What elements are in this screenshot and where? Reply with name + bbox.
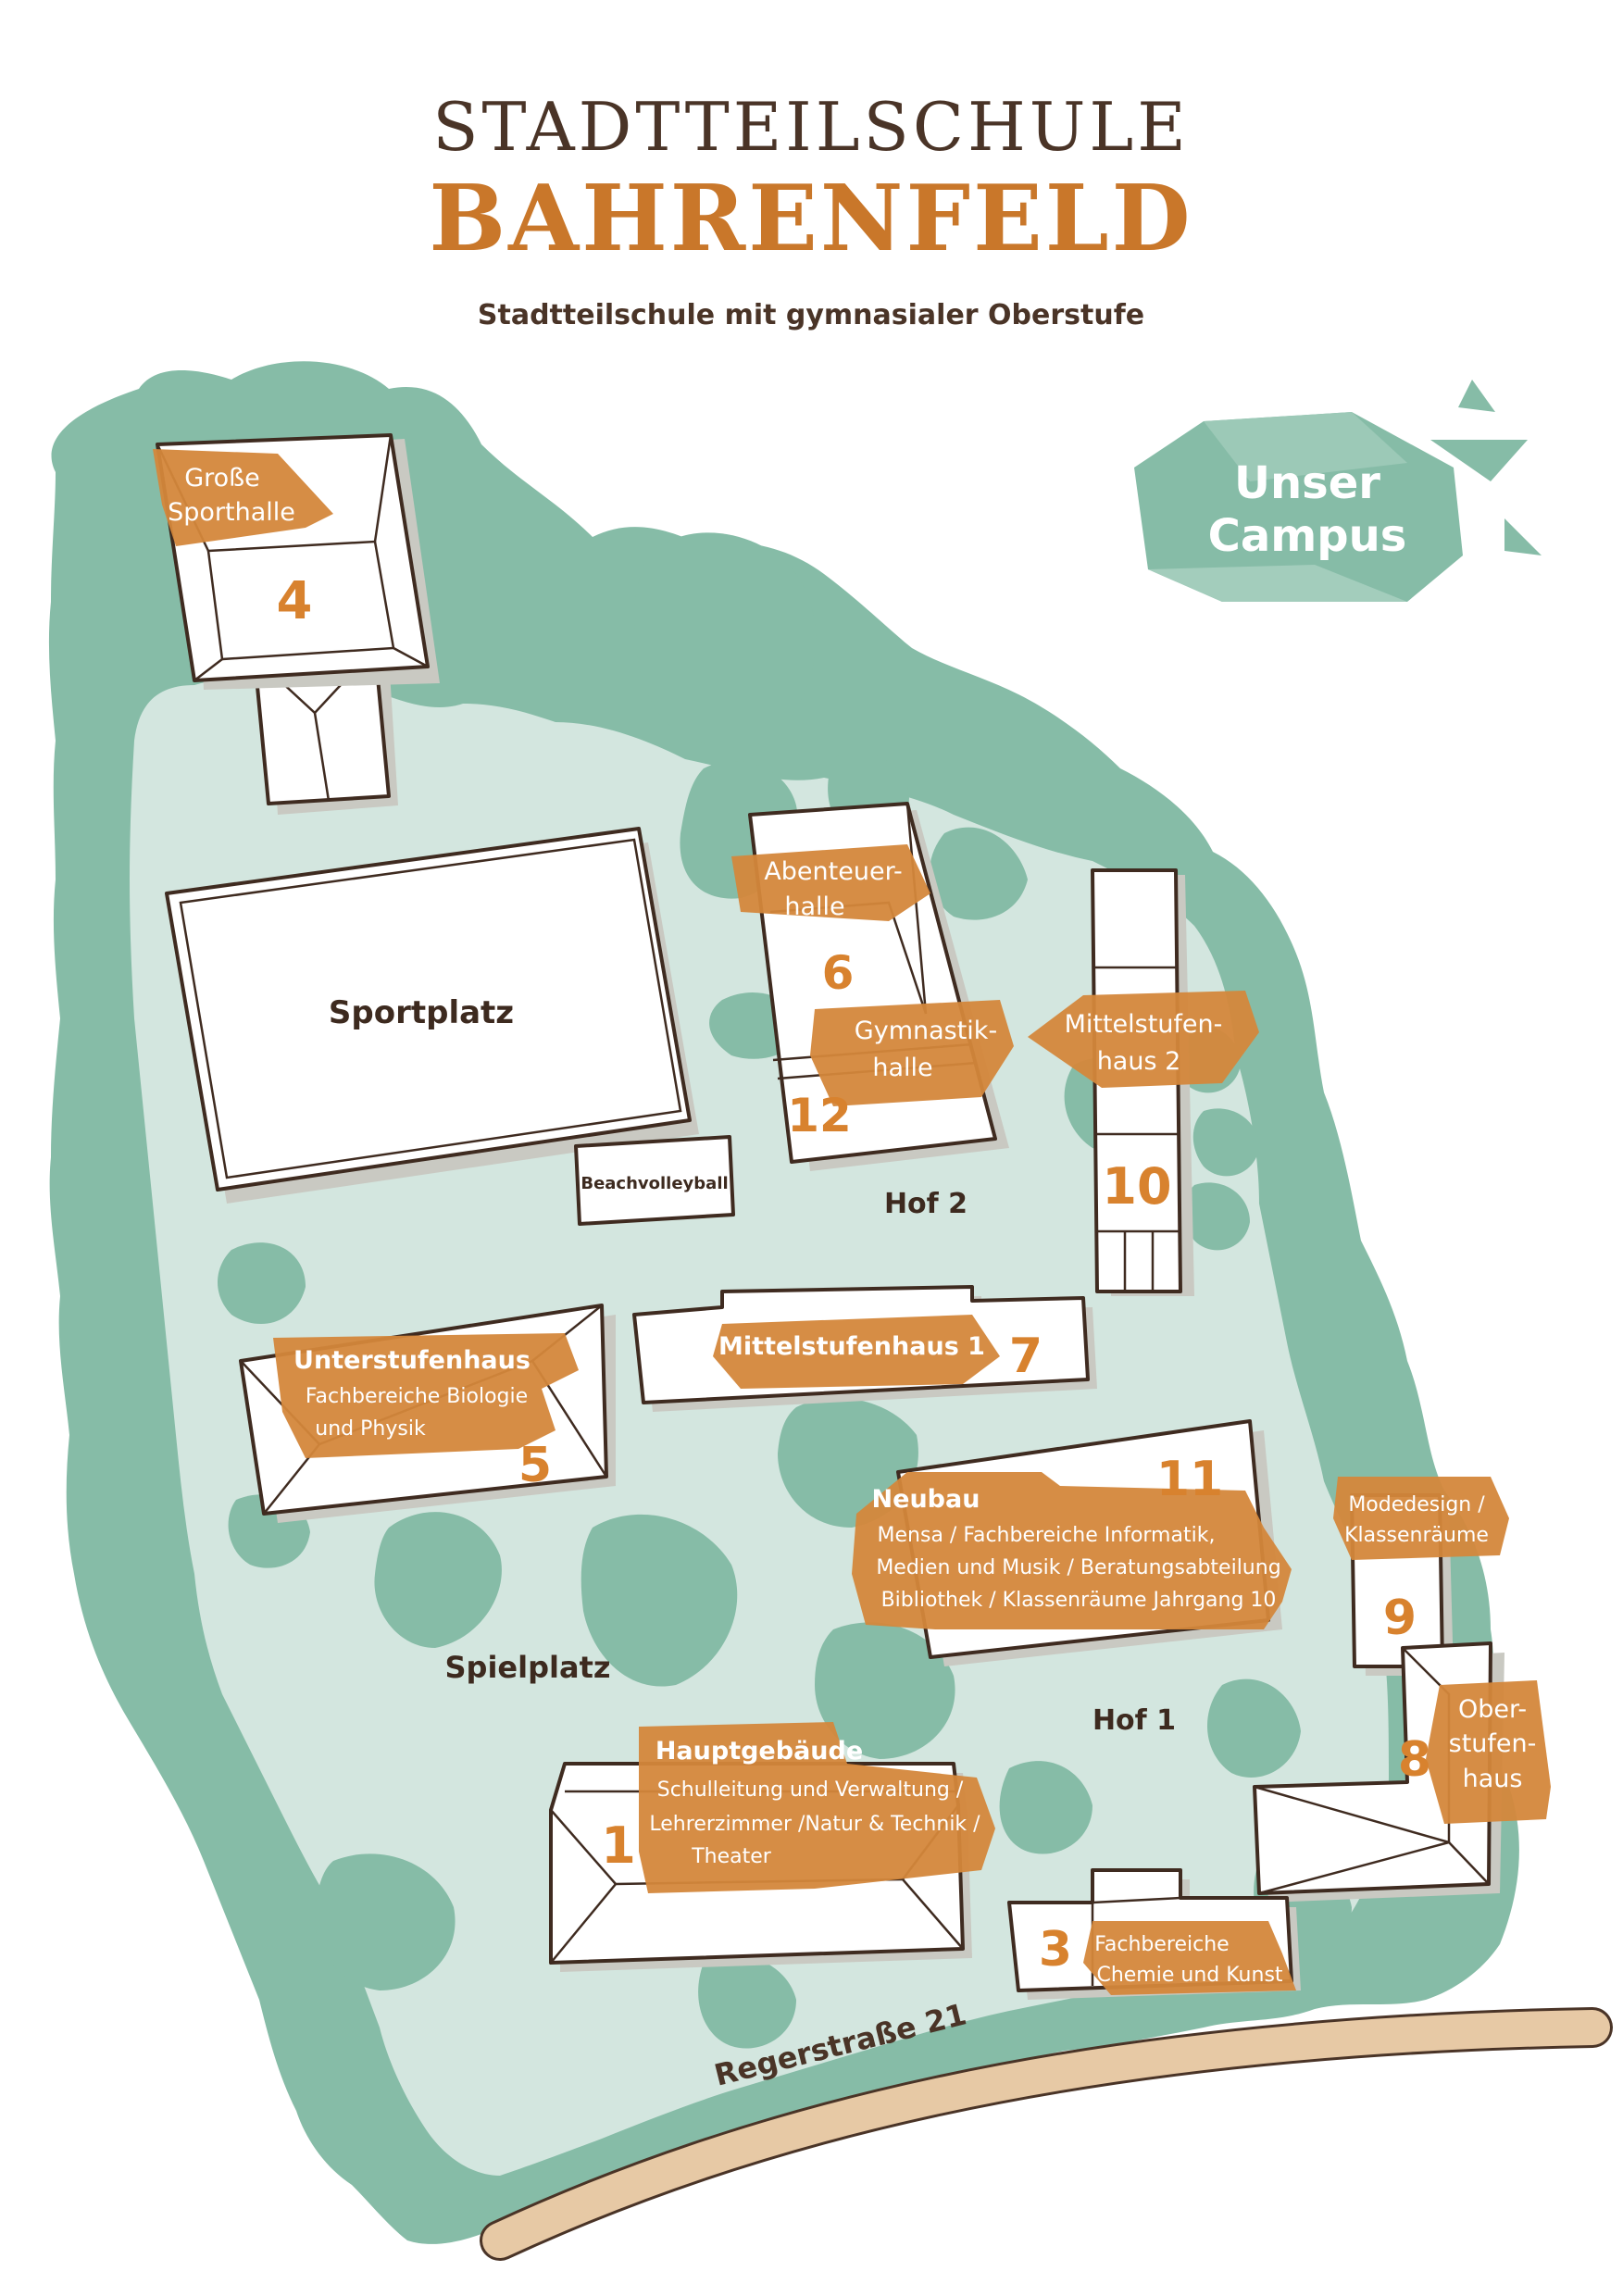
campus-badge: Unser Campus xyxy=(1134,380,1542,602)
building-12-name-l1: Gymnastik- xyxy=(855,1017,997,1045)
building-8-name-l2: stufen- xyxy=(1449,1729,1537,1758)
building-4-name-l1: Große xyxy=(184,464,260,493)
building-8-name-l3: haus xyxy=(1463,1765,1523,1793)
building-4-number: 4 xyxy=(277,571,313,631)
header: STADTTEILSCHULE BAHRENFELD Stadtteilschu… xyxy=(429,88,1192,331)
building-5-number: 5 xyxy=(518,1438,552,1493)
building-1[interactable]: Hauptgebäude Schulleitung und Verwaltung… xyxy=(549,1722,995,1972)
building-9-name-l2: Klassenräume xyxy=(1344,1524,1489,1547)
school-subtitle: Stadtteilschule mit gymnasialer Oberstuf… xyxy=(478,299,1144,331)
building-6-name-l2: halle xyxy=(784,892,844,921)
building-9-number: 9 xyxy=(1383,1591,1417,1646)
hof1-label: Hof 1 xyxy=(1092,1704,1176,1737)
school-name-line2: BAHRENFELD xyxy=(429,166,1192,272)
building-3-name-l2: Chemie und Kunst xyxy=(1096,1964,1282,1987)
building-10-name-l2: haus 2 xyxy=(1097,1047,1181,1076)
building-10-name-l1: Mittelstufen- xyxy=(1065,1010,1223,1039)
building-5-name: Unterstufenhaus xyxy=(293,1346,531,1375)
campus-badge-line2: Campus xyxy=(1208,510,1407,562)
building-5[interactable]: Unterstufenhaus Fachbereiche Biologie un… xyxy=(239,1304,616,1523)
building-3[interactable]: Fachbereiche Chemie und Kunst 3 xyxy=(1007,1868,1301,2000)
building-1-desc-l3: Theater xyxy=(691,1845,772,1868)
building-8[interactable]: Ober- stufen- haus 8 xyxy=(1253,1641,1551,1903)
building-3-number: 3 xyxy=(1039,1922,1072,1978)
building-7-name: Mittelstufenhaus 1 xyxy=(718,1332,985,1361)
building-11[interactable]: Neubau Mensa / Fachbereiche Informatik, … xyxy=(852,1419,1292,1666)
building-12-number: 12 xyxy=(787,1089,852,1142)
building-4[interactable]: Große Sporthalle 4 xyxy=(153,433,440,815)
building-11-number: 11 xyxy=(1156,1452,1223,1507)
beachvolleyball: Beachvolleyball xyxy=(574,1135,735,1226)
building-11-name: Neubau xyxy=(872,1485,980,1514)
building-9-name-l1: Modedesign / xyxy=(1348,1493,1485,1516)
building-12-name-l2: halle xyxy=(872,1054,932,1082)
spielplatz-label: Spielplatz xyxy=(445,1650,611,1685)
building-4-name-l2: Sporthalle xyxy=(168,498,295,527)
building-3-name-l1: Fachbereiche xyxy=(1094,1933,1229,1956)
building-7[interactable]: Mittelstufenhaus 1 7 xyxy=(632,1285,1097,1412)
building-11-desc-l2: Medien und Musik / Beratungsabteilung xyxy=(876,1556,1280,1579)
building-8-number: 8 xyxy=(1398,1732,1431,1788)
beachvolleyball-label: Beachvolleyball xyxy=(581,1174,728,1193)
building-10[interactable]: Mittelstufen- haus 2 10 xyxy=(1028,868,1259,1296)
building-11-desc-l3: Bibliothek / Klassenräume Jahrgang 10 xyxy=(881,1589,1277,1612)
sportplatz: Sportplatz xyxy=(165,827,699,1204)
school-name-line1: STADTTEILSCHULE xyxy=(432,88,1190,166)
building-11-desc-l1: Mensa / Fachbereiche Informatik, xyxy=(878,1524,1216,1547)
building-7-number: 7 xyxy=(1009,1329,1042,1384)
building-10-number: 10 xyxy=(1102,1157,1171,1216)
building-1-desc-l2: Lehrerzimmer /Natur & Technik / xyxy=(649,1813,980,1836)
building-6-number: 6 xyxy=(822,946,855,1000)
building-1-desc-l1: Schulleitung und Verwaltung / xyxy=(657,1778,964,1802)
building-6-12[interactable]: Abenteuer- halle 6 Gymnastik- halle 12 xyxy=(731,802,1014,1171)
sportplatz-label: Sportplatz xyxy=(329,994,514,1031)
building-8-name-l1: Ober- xyxy=(1458,1695,1527,1724)
building-1-name: Hauptgebäude xyxy=(655,1737,863,1766)
building-1-number: 1 xyxy=(601,1816,636,1875)
building-5-desc-l2: und Physik xyxy=(315,1417,426,1441)
building-5-desc-l1: Fachbereiche Biologie xyxy=(306,1385,528,1408)
campus-badge-line1: Unser xyxy=(1234,457,1380,509)
building-6-name-l1: Abenteuer- xyxy=(764,857,902,886)
hof2-label: Hof 2 xyxy=(884,1188,968,1220)
